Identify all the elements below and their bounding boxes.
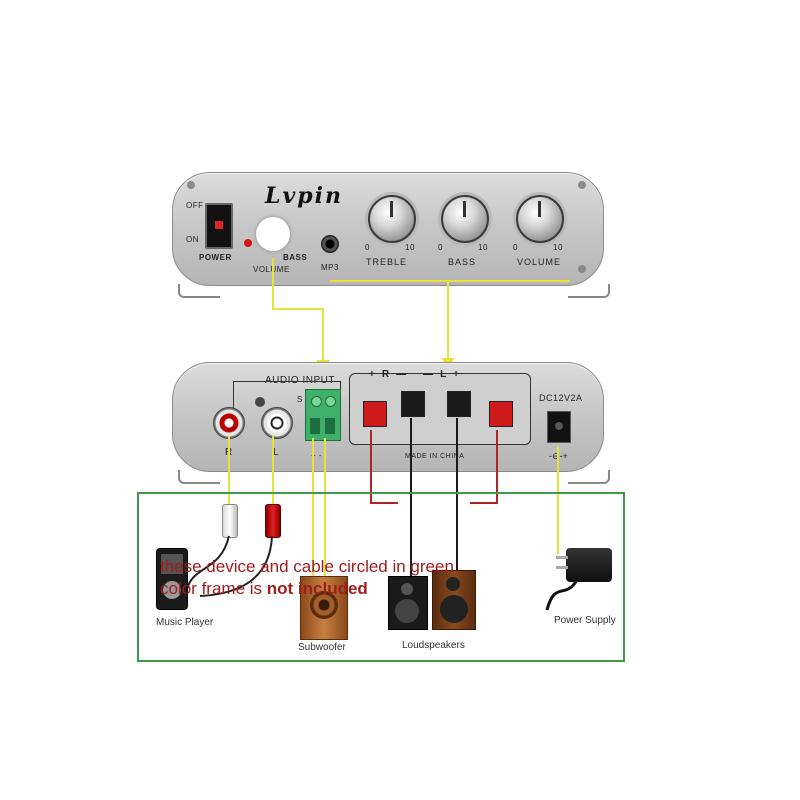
speaker-wire-black <box>456 418 458 588</box>
volume-min: 0 <box>513 243 518 252</box>
speaker-polarity-header: + R — — L + <box>369 369 460 380</box>
subwoofer-wire <box>312 438 314 578</box>
rear-panel: AUDIO INPUT R L S + - + R — — L + MADE I… <box>172 362 604 472</box>
rear-foot-right <box>568 470 610 484</box>
screw-icon <box>187 181 195 189</box>
audio-input-label: AUDIO INPUT <box>265 375 335 386</box>
audio-cable-wire <box>272 436 274 506</box>
loudspeaker-right-icon <box>432 570 476 630</box>
guide-wire <box>272 258 274 310</box>
dc-jack[interactable] <box>547 411 571 443</box>
dc-label: DC12V2A <box>539 393 583 403</box>
loudspeakers-caption: Loudspeakers <box>402 640 465 651</box>
subwoofer-caption: Subwoofer <box>298 642 346 653</box>
subwoofer-wire <box>324 438 326 578</box>
rca-plug-white <box>222 504 238 538</box>
power-led-icon <box>244 239 252 247</box>
notice-line-1: these device and cable circled in green <box>160 557 454 576</box>
speaker-terminal-r-plus[interactable] <box>363 401 387 427</box>
speaker-wire-red <box>470 502 498 504</box>
guide-wire <box>330 280 570 282</box>
subwoofer-icon <box>300 576 348 640</box>
music-player-icon <box>156 548 188 610</box>
volume-knob[interactable] <box>516 195 564 243</box>
screw-icon <box>578 265 586 273</box>
made-in-label: MADE IN CHINA <box>405 453 465 460</box>
ground-screw-icon <box>255 397 265 407</box>
speaker-terminal-r-minus[interactable] <box>401 391 425 417</box>
power-adapter-icon <box>566 548 612 582</box>
not-included-frame <box>137 492 625 662</box>
not-included-notice: these device and cable circled in green … <box>160 556 600 600</box>
switch-off-label: OFF <box>186 201 204 210</box>
speaker-terminal-l-minus[interactable] <box>447 391 471 417</box>
power-plug-prong <box>556 566 568 569</box>
loudspeaker-left-icon <box>388 576 428 630</box>
rca-plug-red <box>265 504 281 538</box>
guide-wire <box>272 308 324 310</box>
power-plug-prong <box>556 556 568 559</box>
speaker-wire-red <box>370 502 398 504</box>
bass-max: 10 <box>478 243 488 252</box>
front-foot-right <box>568 284 610 298</box>
power-supply-caption: Power Supply <box>554 615 616 626</box>
rca-jack-right[interactable] <box>213 407 245 439</box>
rca-jack-left[interactable] <box>261 407 293 439</box>
rear-foot-left <box>178 470 220 484</box>
front-foot-left <box>178 284 220 298</box>
mp3-label: MP3 <box>321 263 339 272</box>
screw-icon <box>578 181 586 189</box>
speaker-wire-black <box>410 418 412 588</box>
treble-knob[interactable] <box>368 195 416 243</box>
brand-logo: Lvpin <box>265 183 343 209</box>
rca-l-label: L <box>273 447 280 458</box>
sub-s-label: S <box>297 395 303 404</box>
bass-volume-label-top: BASS <box>283 253 308 262</box>
volume-max: 10 <box>553 243 563 252</box>
volume-label: VOLUME <box>517 257 562 267</box>
subwoofer-terminal[interactable] <box>305 389 341 441</box>
guide-wire <box>322 308 324 366</box>
bass-knob[interactable] <box>441 195 489 243</box>
bass-min: 0 <box>438 243 443 252</box>
power-label: POWER <box>199 253 232 262</box>
power-cable <box>545 579 579 611</box>
audio-cable <box>185 535 273 597</box>
guide-wire <box>447 280 449 364</box>
speaker-terminal-l-plus[interactable] <box>489 401 513 427</box>
bass-volume-knob[interactable] <box>256 217 290 251</box>
music-player-caption: Music Player <box>156 617 214 628</box>
mp3-jack[interactable] <box>321 235 339 253</box>
switch-on-label: ON <box>186 235 199 244</box>
speaker-wire-red <box>496 430 498 504</box>
sub-polarity-label: + - <box>311 451 323 460</box>
power-wire <box>557 446 559 554</box>
bass-volume-label-bottom: VOLUME <box>253 265 290 274</box>
treble-min: 0 <box>365 243 370 252</box>
notice-line-2-text: color frame is <box>160 579 267 598</box>
audio-cable-wire <box>228 436 230 506</box>
bass-label: BASS <box>448 257 477 267</box>
speaker-wire-red <box>370 430 372 504</box>
treble-max: 10 <box>405 243 415 252</box>
notice-line-2: color frame is not included <box>160 578 600 600</box>
front-panel: OFF ON POWER Lvpin BASS VOLUME MP3 0 10 … <box>172 172 604 286</box>
notice-emphasis: not included <box>266 579 368 598</box>
power-switch[interactable] <box>205 203 233 249</box>
treble-label: TREBLE <box>366 257 408 267</box>
